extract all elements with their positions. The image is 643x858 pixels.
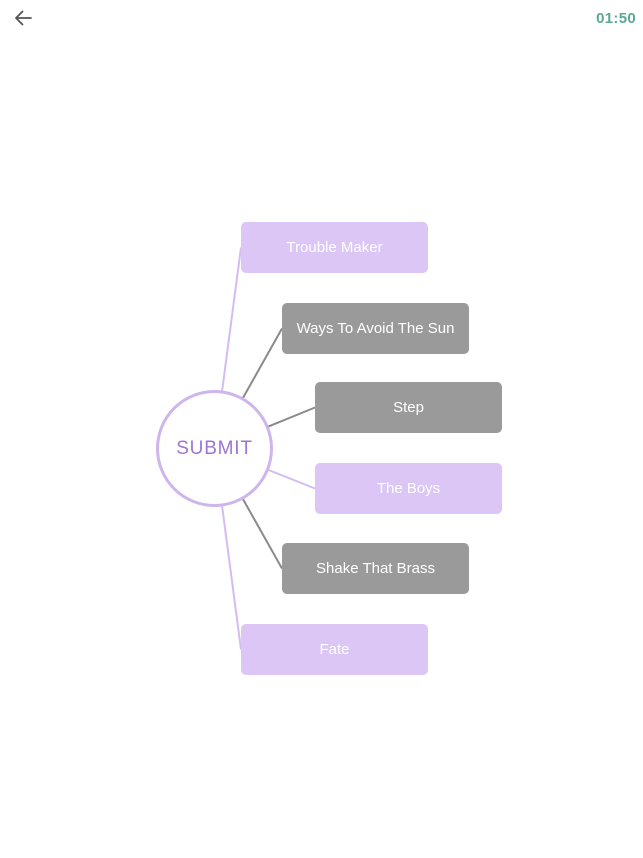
top-bar: 01:50 xyxy=(0,0,643,40)
submit-label: SUBMIT xyxy=(176,437,253,459)
option-label: Shake That Brass xyxy=(316,560,435,577)
option-label: Step xyxy=(393,399,424,416)
option-fate[interactable]: Fate xyxy=(241,624,428,675)
option-label: The Boys xyxy=(376,480,441,497)
back-button[interactable] xyxy=(10,7,36,33)
option-step[interactable]: Step xyxy=(315,382,502,433)
option-label: Trouble Maker xyxy=(286,239,383,256)
option-shake-that-brass[interactable]: Shake That Brass xyxy=(282,543,469,594)
option-ways-to-avoid-the-sun[interactable]: Ways To Avoid The Sun xyxy=(282,303,469,354)
submit-button[interactable]: SUBMIT xyxy=(156,390,273,507)
option-the-boys[interactable]: The Boys xyxy=(315,463,502,514)
countdown-timer: 01:50 xyxy=(596,10,636,27)
option-label: Ways To Avoid The Sun xyxy=(296,320,455,337)
option-label: Fate xyxy=(319,641,350,658)
option-trouble-maker[interactable]: Trouble Maker xyxy=(241,222,428,273)
back-arrow-icon xyxy=(11,6,35,35)
